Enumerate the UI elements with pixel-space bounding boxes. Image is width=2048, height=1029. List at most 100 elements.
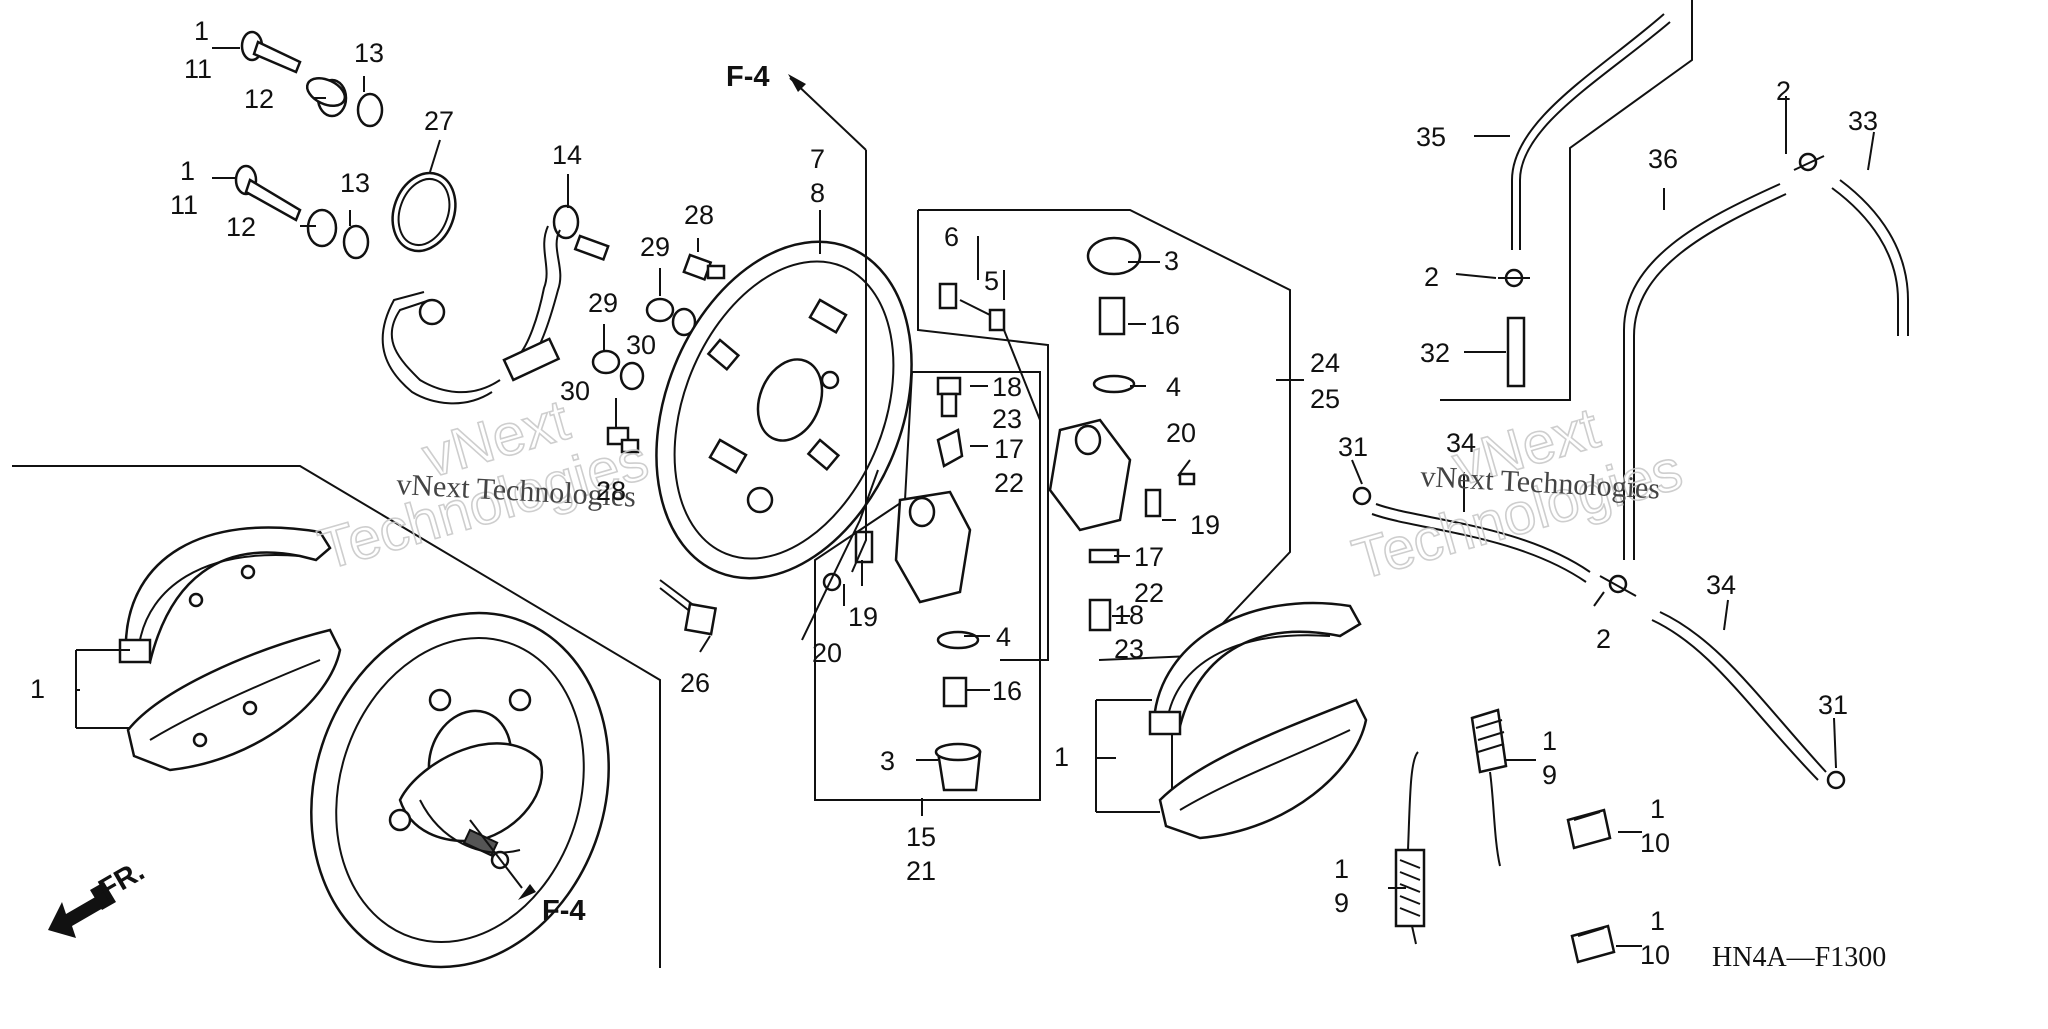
callout-1: 1 <box>1542 726 1557 756</box>
callout-11: 11 <box>170 190 198 220</box>
callout-31: 31 <box>1338 432 1368 462</box>
callout-1: 1 <box>1650 906 1665 936</box>
callout-20: 20 <box>812 638 842 668</box>
callout-31: 31 <box>1818 690 1848 720</box>
callout-6: 6 <box>944 222 959 252</box>
callout-21: 21 <box>906 856 936 886</box>
hose-33 <box>1831 179 1909 336</box>
callout-2: 2 <box>1424 262 1439 292</box>
callout-33: 33 <box>1848 106 1878 136</box>
callout-1: 1 <box>1054 742 1069 772</box>
callout-1: 1 <box>180 156 195 186</box>
callout-13: 13 <box>340 168 370 198</box>
callout-1: 1 <box>1334 854 1349 884</box>
callout-30: 30 <box>626 330 656 360</box>
callout-7: 7 <box>810 144 825 174</box>
callout-30: 30 <box>560 376 590 406</box>
bolt-28-lower <box>606 426 640 454</box>
callout-10: 10 <box>1640 940 1670 970</box>
clip-upper <box>1566 808 1612 850</box>
brake-shoe-left-lower <box>126 628 342 772</box>
callout-29: 29 <box>588 288 618 318</box>
callout-20: 20 <box>1166 418 1196 448</box>
hose-34-left <box>1371 503 1591 583</box>
callout-19: 19 <box>848 602 878 632</box>
spring-left <box>1394 751 1426 945</box>
bolt-26 <box>659 579 718 636</box>
callout-17: 17 <box>994 434 1024 464</box>
callout-19: 19 <box>1190 510 1220 540</box>
nut-29-30-upper <box>645 297 697 337</box>
brake-shoe-right-upper <box>1148 601 1362 736</box>
brake-shoe-right-lower <box>1158 698 1368 840</box>
callout-35: 35 <box>1416 122 1446 152</box>
diagram-code: HN4A—F1300 <box>1712 942 1886 973</box>
callout-22: 22 <box>1134 578 1164 608</box>
callout-18: 18 <box>1114 600 1144 630</box>
brake-shoe-left-upper <box>118 526 332 665</box>
callout-11: 11 <box>184 54 212 84</box>
callout-9: 9 <box>1542 760 1557 790</box>
callout-22: 22 <box>994 468 1024 498</box>
callout-28: 28 <box>596 476 626 506</box>
bolt-28-upper <box>682 253 726 282</box>
callout-18: 18 <box>992 372 1022 402</box>
callout-28: 28 <box>684 200 714 230</box>
callout-1: 1 <box>194 16 209 46</box>
callout-16: 16 <box>992 676 1022 706</box>
callout-12: 12 <box>244 84 274 114</box>
backing-plate <box>655 240 913 580</box>
callout-9: 9 <box>1334 888 1349 918</box>
brake-pipe <box>381 204 610 405</box>
callout-14: 14 <box>552 140 582 170</box>
callout-4: 4 <box>1166 372 1181 402</box>
o-ring <box>391 171 457 253</box>
hose-36 <box>1623 183 1787 560</box>
hose-32 <box>1506 316 1526 388</box>
callout-32: 32 <box>1420 338 1450 368</box>
callout-23: 23 <box>1114 634 1144 664</box>
callout-16: 16 <box>1150 310 1180 340</box>
callout-13: 13 <box>354 38 384 68</box>
hose-35 <box>1511 13 1671 250</box>
ref-f4-bottom: F-4 <box>542 895 586 927</box>
leader-lines <box>75 47 1875 947</box>
nut-29-30-lower <box>591 349 645 391</box>
callout-4: 4 <box>996 622 1011 652</box>
callout-25: 25 <box>1310 384 1340 414</box>
callout-23: 23 <box>992 404 1022 434</box>
callout-34: 34 <box>1706 570 1736 600</box>
hose-34-right <box>1651 611 1827 781</box>
callout-17: 17 <box>1134 542 1164 572</box>
spring-right <box>1470 708 1508 867</box>
joint-2-upper <box>1498 268 1530 288</box>
callout-1: 1 <box>1650 794 1665 824</box>
callout-3: 3 <box>1164 246 1179 276</box>
joint-2-middle <box>1599 574 1637 597</box>
boundary-lines <box>12 0 1693 968</box>
callout-12: 12 <box>226 212 256 242</box>
callout-34: 34 <box>1446 428 1476 458</box>
callout-27: 27 <box>424 106 454 136</box>
callout-10: 10 <box>1640 828 1670 858</box>
callout-5: 5 <box>984 266 999 296</box>
callout-2: 2 <box>1776 76 1791 106</box>
callout-15: 15 <box>906 822 936 852</box>
callout-labels: 1 11 12 13 27 1 11 12 13 14 7 8 28 29 29… <box>30 16 1878 970</box>
callout-36: 36 <box>1648 144 1678 174</box>
callout-2: 2 <box>1596 624 1611 654</box>
joint-2-topright <box>1793 152 1825 172</box>
callout-24: 24 <box>1310 348 1340 378</box>
clamp-31 <box>1352 486 1846 790</box>
ref-f4-top: F-4 <box>726 61 770 93</box>
callout-3: 3 <box>880 746 895 776</box>
callout-26: 26 <box>680 668 710 698</box>
wheel-cylinder-upper <box>938 236 1196 632</box>
callout-29: 29 <box>640 232 670 262</box>
adjuster-bolt-lower <box>234 164 370 260</box>
callout-8: 8 <box>810 178 825 208</box>
clip-lower <box>1570 924 1616 964</box>
callout-1: 1 <box>30 674 45 704</box>
brake-drum-left <box>310 611 610 969</box>
